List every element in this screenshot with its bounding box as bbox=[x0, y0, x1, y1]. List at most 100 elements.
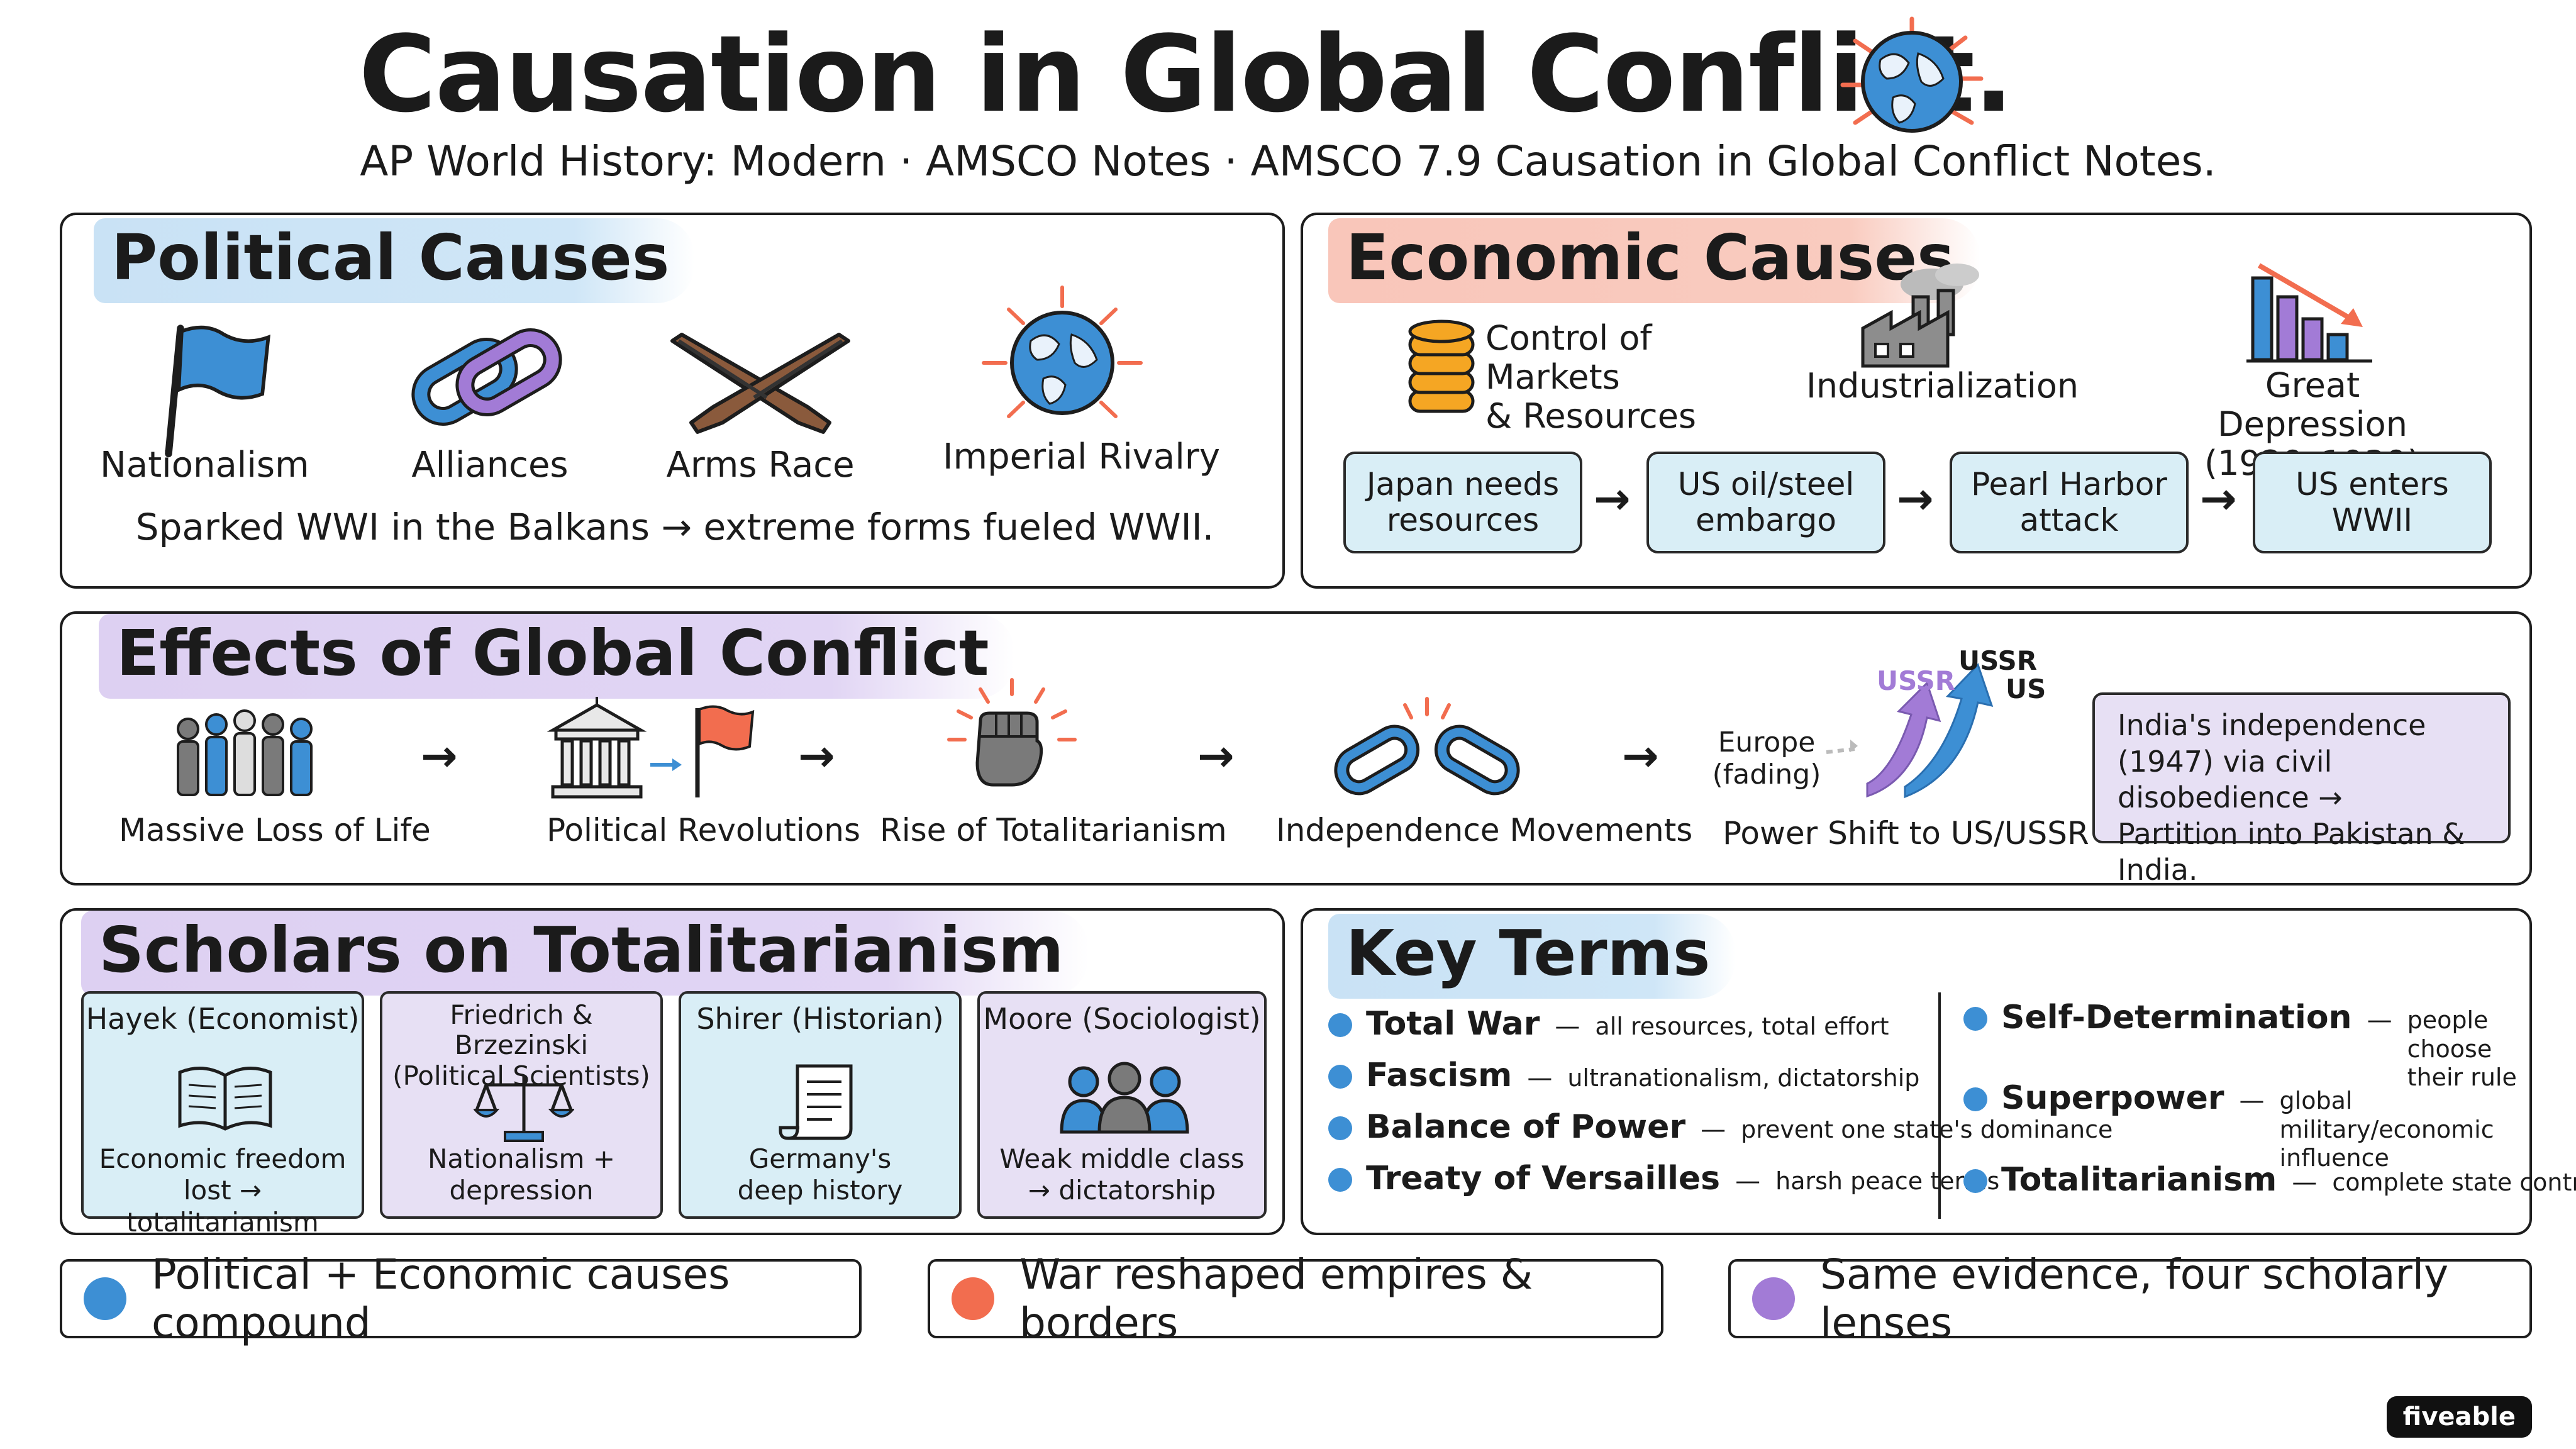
scholar-card-hayek: Hayek (Economist) Economic freedom lost … bbox=[81, 991, 364, 1238]
term-name: Superpower bbox=[2001, 1079, 2224, 1117]
globe-conflict-icon bbox=[982, 286, 1143, 418]
scholar-desc: Weak middle class → dictatorship bbox=[999, 1143, 1245, 1206]
purple-dot-icon bbox=[1752, 1277, 1795, 1320]
term-definition: ultranationalism, dictatorship bbox=[1567, 1064, 1920, 1092]
political-note: Sparked WWI in the Balkans → extreme for… bbox=[135, 506, 1214, 548]
bullet-dot bbox=[1963, 1007, 1987, 1031]
raised-fist-icon bbox=[947, 678, 1077, 787]
coin-stack-icon bbox=[1408, 319, 1475, 413]
political-item-imperial-rivalry: Imperial Rivalry bbox=[943, 436, 1220, 477]
economic-chain-step-2: US oil/steel embargo bbox=[1646, 452, 1885, 553]
bullet-dot bbox=[1963, 1087, 1987, 1111]
scholar-name: Hayek (Economist) bbox=[86, 1002, 360, 1036]
term-fascism: Fascism — ultranationalism, dictatorship bbox=[1328, 1057, 1919, 1094]
people-group-icon bbox=[1060, 1062, 1189, 1134]
economic-industrialization-label: Industrialization bbox=[1806, 366, 2079, 406]
effect-power-shift: Power Shift to US/USSR bbox=[1723, 815, 2089, 852]
effect-rise-of-totalitarianism: Rise of Totalitarianism bbox=[880, 812, 1227, 848]
dash: — bbox=[1555, 1012, 1580, 1041]
economic-causes-panel: Economic Causes Control of Markets & Res… bbox=[1301, 213, 2532, 589]
takeaway-text: Political + Economic causes compound bbox=[152, 1250, 730, 1347]
term-treaty-of-versailles: Treaty of Versailles — harsh peace terms bbox=[1328, 1160, 1999, 1197]
term-total-war: Total War — all resources, total effort bbox=[1328, 1005, 1889, 1043]
scholar-name: Moore (Sociologist) bbox=[983, 1002, 1261, 1036]
effect-independence-movements: Independence Movements bbox=[1276, 812, 1693, 848]
takeaway-text: War reshaped empires & borders bbox=[1019, 1250, 1533, 1347]
term-totalitarianism: Totalitarianism — complete state control bbox=[1963, 1161, 2576, 1199]
term-name: Totalitarianism bbox=[2001, 1161, 2277, 1199]
arrow-icon: → bbox=[1897, 473, 1934, 525]
scholar-card-friedrich-brzezinski: Friedrich & Brzezinski (Political Scient… bbox=[380, 991, 663, 1219]
term-self-determination: Self-Determination — people choose their… bbox=[1963, 999, 2529, 1092]
scholar-name: Shirer (Historian) bbox=[696, 1002, 944, 1036]
political-causes-panel: Political Causes Nationalism Alliances A… bbox=[60, 213, 1285, 589]
dash: — bbox=[2239, 1086, 2265, 1115]
power-shift-arrows-icon bbox=[1826, 663, 1994, 799]
government-building-flag-icon bbox=[547, 697, 755, 799]
term-definition: global military/economic influence bbox=[2279, 1087, 2494, 1172]
arrow-icon: → bbox=[1622, 730, 1659, 782]
chain-link-icon bbox=[411, 328, 562, 426]
political-causes-title: Political Causes bbox=[94, 218, 695, 303]
term-name: Balance of Power bbox=[1366, 1108, 1686, 1146]
takeaway-text: Same evidence, four scholarly lenses bbox=[1820, 1250, 2449, 1347]
scales-of-justice-icon bbox=[474, 1075, 574, 1142]
dash: — bbox=[1701, 1115, 1726, 1144]
effects-title: Effects of Global Conflict bbox=[99, 614, 1014, 699]
scholar-desc: Nationalism + depression bbox=[427, 1143, 616, 1206]
term-definition: all resources, total effort bbox=[1595, 1013, 1889, 1040]
term-name: Total War bbox=[1366, 1005, 1540, 1043]
term-definition: complete state control bbox=[2332, 1169, 2576, 1196]
bullet-dot bbox=[1328, 1116, 1352, 1140]
scholar-card-shirer: Shirer (Historian) Germany's deep histor… bbox=[679, 991, 962, 1219]
scroll-document-icon bbox=[779, 1064, 853, 1140]
economic-chain-step-1: Japan needs resources bbox=[1343, 452, 1582, 553]
term-name: Self-Determination bbox=[2001, 999, 2352, 1036]
arrow-icon: → bbox=[1594, 473, 1631, 525]
term-name: Fascism bbox=[1366, 1057, 1513, 1094]
economic-chain-step-3: Pearl Harbor attack bbox=[1950, 452, 2189, 553]
effect-political-revolutions: Political Revolutions bbox=[547, 812, 860, 848]
us-label: US bbox=[2006, 674, 2046, 704]
dash: — bbox=[1527, 1063, 1553, 1092]
factory-icon bbox=[1861, 264, 1979, 368]
bullet-dot bbox=[1963, 1169, 1987, 1193]
term-definition: prevent one state's dominance bbox=[1741, 1116, 2113, 1143]
dash: — bbox=[2292, 1168, 2318, 1197]
political-item-arms-race: Arms Race bbox=[666, 445, 855, 486]
effects-panel: Effects of Global Conflict Massive Loss … bbox=[60, 611, 2532, 887]
open-book-icon bbox=[178, 1067, 272, 1131]
term-balance-of-power: Balance of Power — prevent one state's d… bbox=[1328, 1108, 2112, 1146]
crossed-rifles-icon bbox=[670, 333, 850, 434]
scholar-desc: Germany's deep history bbox=[737, 1143, 903, 1206]
ussr-label: USSR bbox=[1877, 665, 1956, 696]
economic-chain-step-4: US enters WWII bbox=[2253, 452, 2492, 553]
divider bbox=[1938, 992, 1941, 1219]
fiveable-logo: fiveable bbox=[2386, 1396, 2532, 1438]
arrow-icon: → bbox=[2200, 473, 2237, 525]
page-title: Causation in Global Conflict. bbox=[358, 13, 2014, 136]
term-definition: harsh peace terms bbox=[1775, 1167, 2000, 1195]
scholar-desc: Economic freedom lost → totalitarianism bbox=[99, 1143, 347, 1238]
economic-causes-title: Economic Causes bbox=[1328, 218, 1980, 303]
takeaway-political-economic: Political + Economic causes compound bbox=[60, 1250, 862, 1347]
globe-burst-icon bbox=[1840, 16, 1984, 133]
europe-fading-label: Europe (fading) bbox=[1712, 726, 1821, 791]
ussr-top-label: USSR bbox=[1958, 645, 2038, 676]
key-terms-title: Key Terms bbox=[1328, 914, 1736, 999]
term-definition: people choose their rule bbox=[2407, 1006, 2517, 1092]
scholars-panel: Scholars on Totalitarianism Hayek (Econo… bbox=[60, 908, 1285, 1238]
declining-bar-chart-icon bbox=[2246, 263, 2372, 363]
flag-icon bbox=[165, 325, 270, 458]
people-group-icon bbox=[177, 709, 313, 796]
political-item-alliances: Alliances bbox=[411, 445, 569, 486]
political-item-nationalism: Nationalism bbox=[100, 445, 309, 486]
broken-chain-icon bbox=[1334, 697, 1520, 796]
arrow-icon: → bbox=[421, 730, 458, 782]
effect-loss-of-life: Massive Loss of Life bbox=[119, 812, 431, 848]
india-note-text: India's independence (1947) via civil di… bbox=[2118, 708, 2465, 887]
economic-markets-label: Control of Markets & Resources bbox=[1485, 318, 1697, 436]
scholar-card-moore: Moore (Sociologist) Weak middle class → … bbox=[977, 991, 1267, 1219]
dash: — bbox=[2367, 1006, 2392, 1035]
blue-dot-icon bbox=[84, 1277, 126, 1320]
